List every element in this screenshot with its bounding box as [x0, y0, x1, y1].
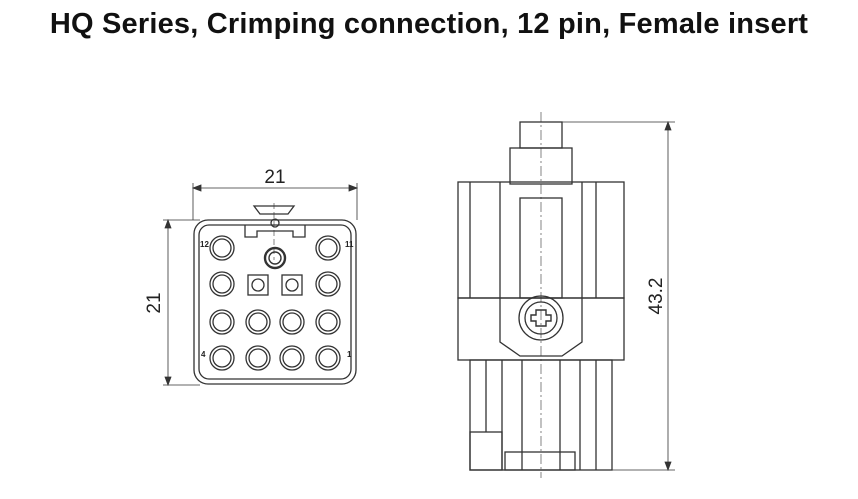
center-mark-icon: [270, 218, 280, 228]
height-dim-label: 21: [144, 292, 165, 313]
pin-label-12: 12: [200, 240, 209, 249]
latch-foot: [469, 431, 503, 471]
width-dim-label: 21: [264, 167, 285, 188]
front-view: 21 21: [144, 167, 359, 387]
side-height-dimension: [562, 120, 675, 472]
contact-12: [209, 235, 235, 261]
contact-1: [315, 345, 341, 371]
earth-contact: [263, 246, 287, 270]
insert-outline: [193, 219, 357, 385]
blank-cavity: [281, 274, 303, 296]
top-notch: [244, 225, 306, 238]
pin-label-4: 4: [201, 350, 206, 359]
height-dimension: [163, 218, 200, 387]
pin-label-1: 1: [347, 350, 352, 359]
blank-cavity: [247, 274, 269, 296]
page-title: HQ Series, Crimping connection, 12 pin, …: [49, 8, 809, 40]
pin-label-11: 11: [345, 240, 354, 249]
contact-11: [315, 235, 341, 261]
coding-tab: [252, 205, 296, 215]
side-view: [457, 112, 675, 478]
insert-inner-outline: [198, 224, 352, 380]
width-dimension: [191, 183, 359, 220]
side-height-dim-label: 43.2: [646, 278, 667, 315]
contact-4: [209, 345, 235, 371]
